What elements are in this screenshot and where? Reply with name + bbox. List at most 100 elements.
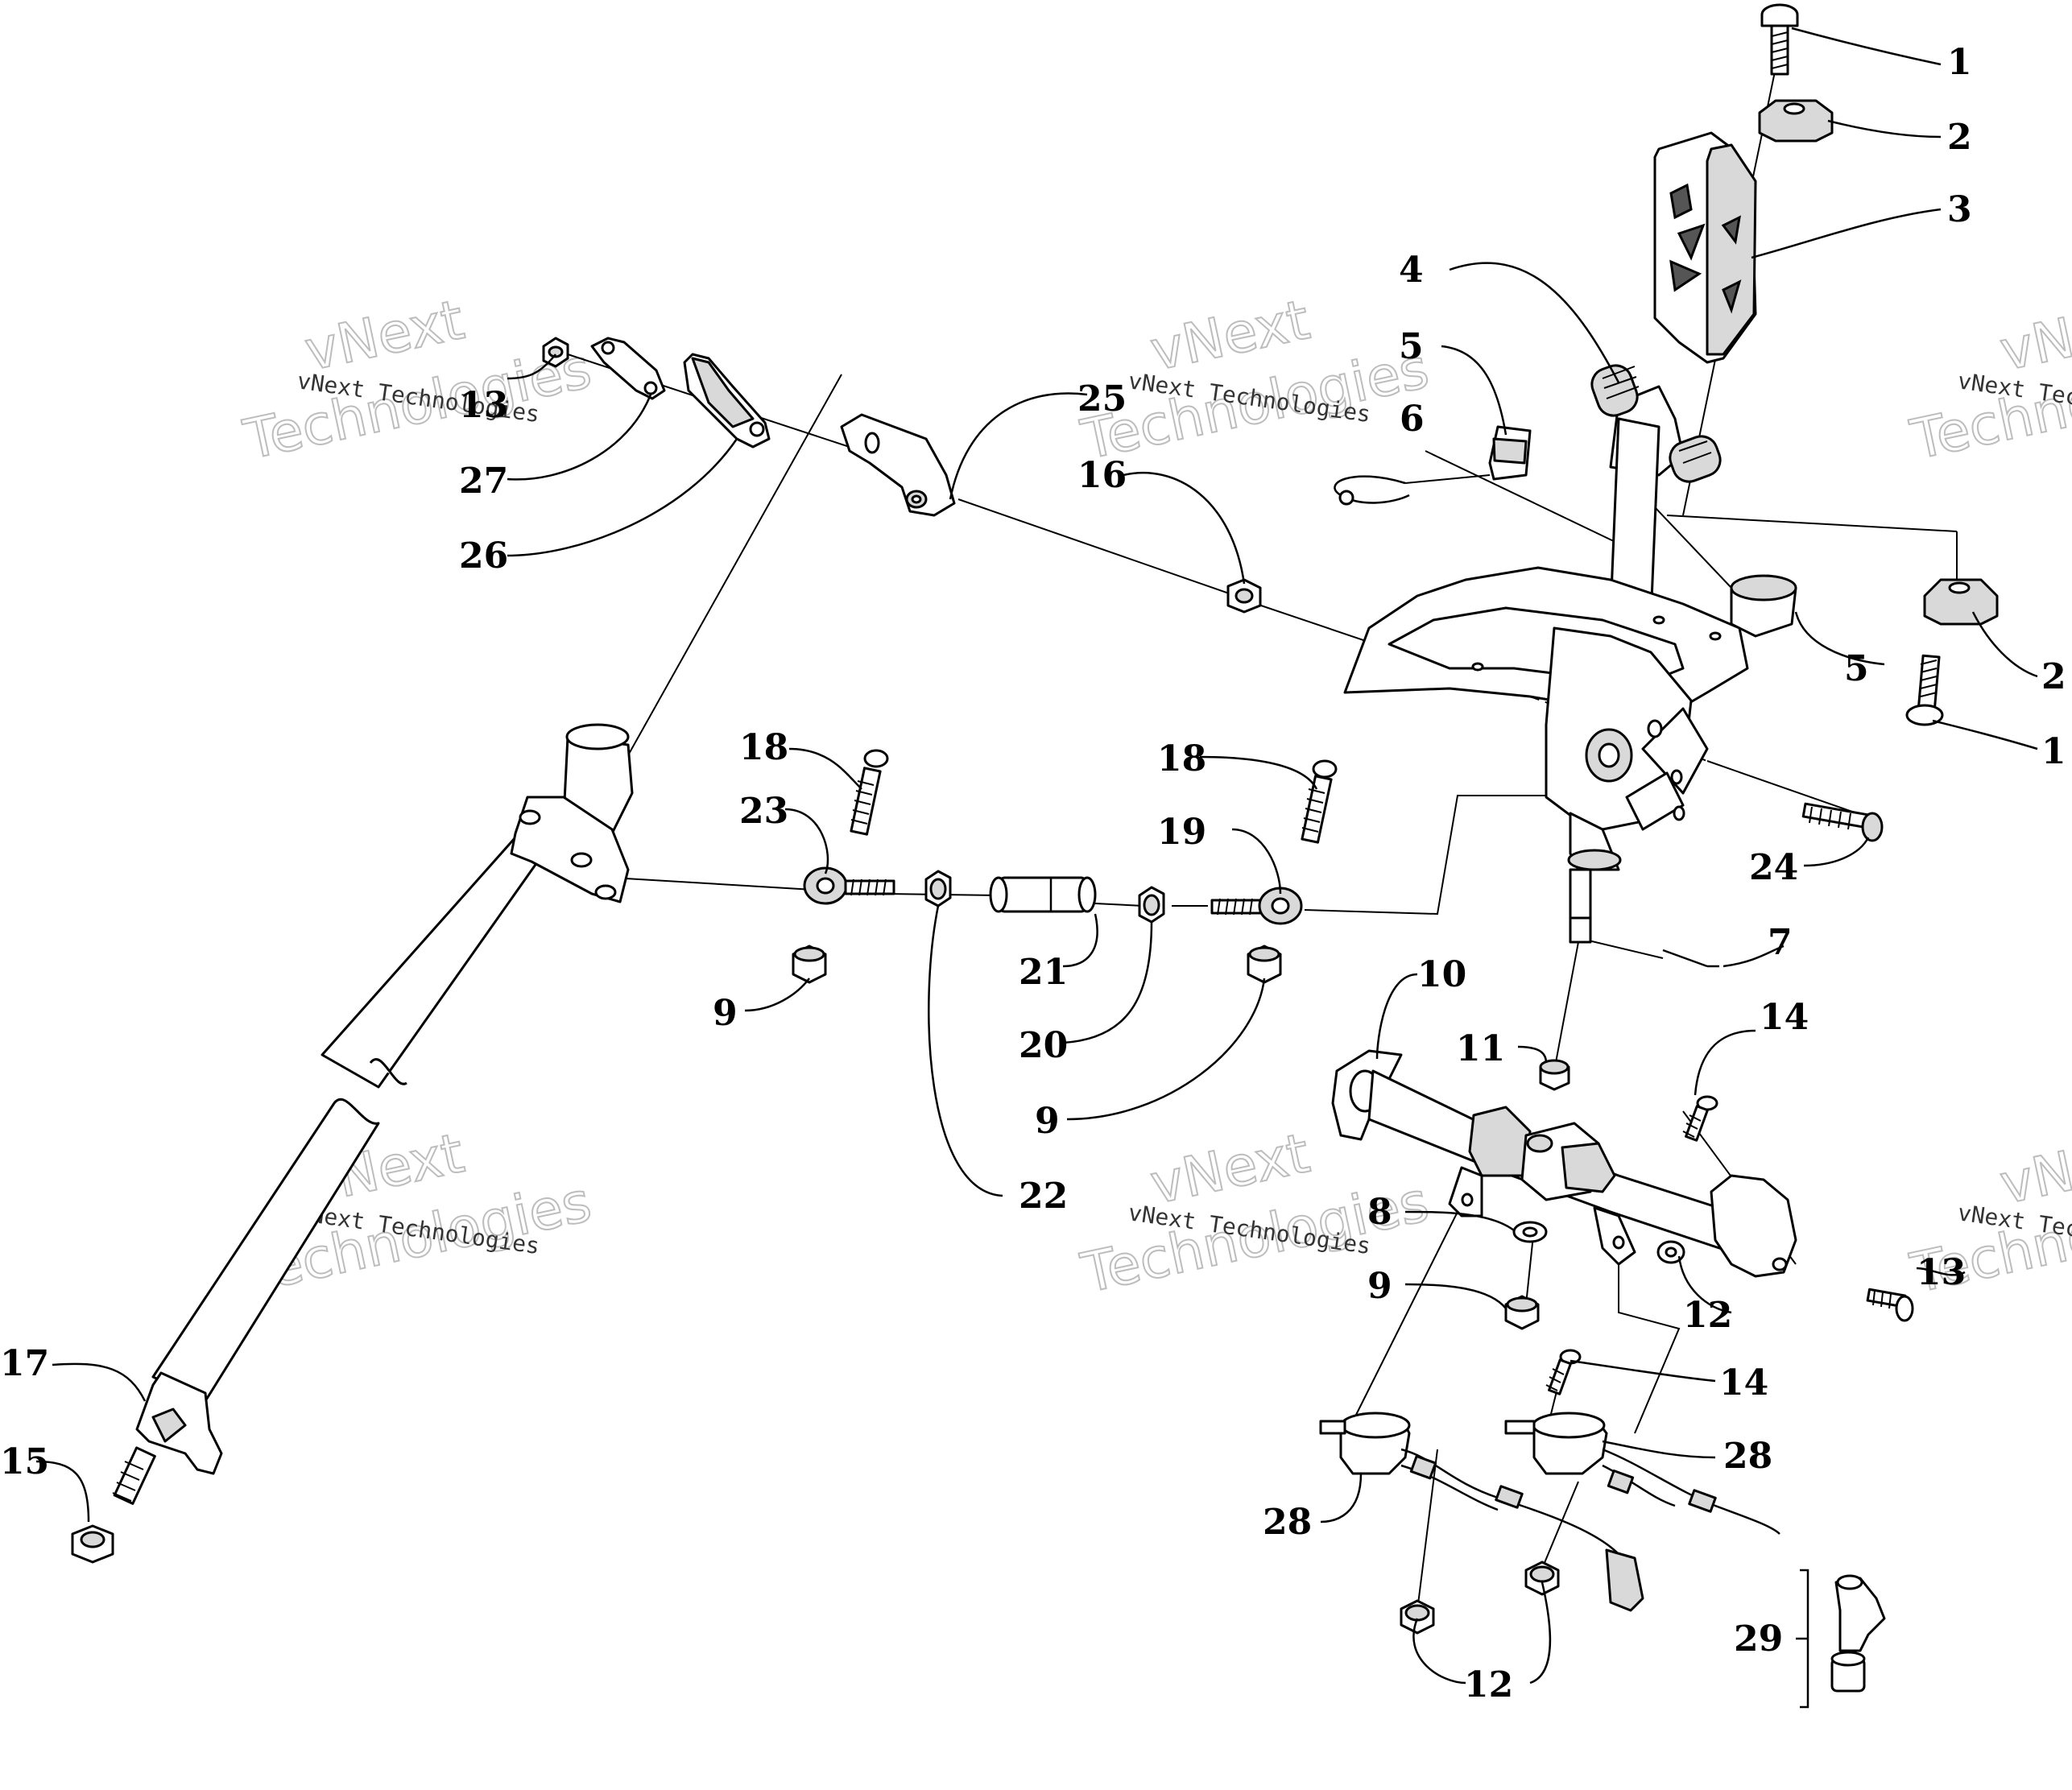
label-2-bottom: 2 [2041,656,2066,697]
part-22-jam-nut [924,870,952,907]
part-6-retaining-clip [1334,475,1410,506]
upper-link-line-2 [957,498,1237,597]
part-19-rod-end-right [1210,887,1303,925]
label-26: 26 [459,535,508,577]
part-28-solenoid-right [1504,1412,1780,1535]
label-1-top: 1 [1947,42,1972,83]
bracket-to-solenoid-line-2 [1618,1252,1681,1434]
part-12-nut-lower-left [1400,1599,1435,1635]
label-15: 15 [0,1441,49,1482]
label-8: 8 [1367,1192,1392,1233]
label-3: 3 [1947,189,1972,230]
bushing-5b-line [1654,506,1732,589]
part-14-bolt-lower [1545,1349,1582,1395]
label-21: 21 [1019,952,1068,993]
label-22: 22 [1019,1176,1068,1217]
label-7: 7 [1768,922,1793,963]
label-23: 23 [739,791,788,832]
watermark-topright: vNext Technologies vNext Technologies [1905,287,2072,473]
watermark-topcenter: vNext Technologies vNext Technologies [1075,287,1435,473]
part-8-washer [1512,1221,1548,1243]
part-27-link-plate [590,337,666,400]
part-9-nut-bottom [1504,1295,1540,1330]
part-steering-housing [1343,566,1749,944]
label-20: 20 [1019,1025,1068,1066]
label-1-bottom: 1 [2041,731,2066,772]
part-4-steering-post [1590,364,1722,622]
part-28-solenoid-left [1319,1412,1644,1612]
watermark-topleft: vNext Technologies vNext Technologies [238,287,598,473]
part-25-linkage-arm [840,413,956,517]
part-3-handlebar-riser [1653,131,1757,364]
label-18-right: 18 [1157,738,1206,779]
label-13-bottom: 13 [1917,1252,1966,1293]
right-clamp-line [1666,515,1958,532]
tie-rod-line-mid2 [1094,903,1144,907]
label-11: 11 [1456,1028,1505,1069]
part-5-bushing-upper [1488,425,1532,481]
part-13-bolt [1866,1288,1914,1322]
label-5-top: 5 [1399,326,1424,367]
solenoid-nut-line [1416,1449,1438,1611]
part-18-bolt-right [1301,759,1338,844]
label-25: 25 [1077,378,1127,420]
clip-6-line [1404,474,1491,484]
label-9-bottom: 9 [1367,1266,1392,1307]
part-10-steering-bracket [1331,1049,1797,1278]
part-1-top-bolt [1760,3,1799,76]
label-2-top: 2 [1947,117,1972,158]
part-2-handlebar-clamp-bottom [1923,578,1999,626]
part-5-bushing-lower [1730,574,1797,638]
label-17: 17 [0,1343,49,1384]
part-12-washer [1656,1240,1685,1264]
label-9-left: 9 [713,993,738,1034]
part-24-bolt [1801,802,1884,842]
tie-rod-line-left [611,877,814,891]
label-9-middle: 9 [1035,1101,1060,1142]
label-4: 4 [1399,250,1424,291]
label-6: 6 [1400,399,1425,440]
label-28-right: 28 [1723,1436,1772,1477]
part-9-nut-right [1247,945,1282,984]
cotter-pin-line [1578,937,1664,959]
label-5-bottom: 5 [1844,648,1869,689]
part-11-washer [1539,1059,1570,1091]
label-10: 10 [1417,954,1466,995]
part-7-cotter-pin [1662,949,1719,968]
watermark-big-1: vNext [1995,288,2072,384]
callout-labels: 1 2 3 4 5 6 5 2 1 25 16 13 27 26 18 23 1… [0,42,2066,1705]
part-23-rod-end-left [803,866,895,905]
part-13-nut-top [542,337,569,368]
part-26-pivot-bracket [683,353,771,449]
label-28-left: 28 [1263,1502,1312,1543]
label-27: 27 [459,461,508,502]
tie-rod-line-right [1304,795,1554,916]
part-18-bolt-left [850,749,889,836]
part-2-handlebar-clamp-top [1758,99,1834,143]
part-steering-shaft [112,723,634,1505]
part-12-nut-lower-right [1524,1561,1560,1596]
part-16-nut [1226,578,1262,614]
part-20-jam-nut [1138,886,1165,924]
label-12-bottom: 12 [1464,1664,1513,1705]
part-29-connector-boot [1796,1569,1886,1709]
label-19: 19 [1157,812,1206,853]
part-1-bottom-bolt [1905,654,1944,726]
label-14-lower: 14 [1719,1362,1768,1403]
label-24: 24 [1749,847,1798,888]
part-21-tie-rod-sleeve [989,876,1097,913]
label-18-left: 18 [739,727,788,768]
part-9-nut-left [792,945,827,984]
part-14-bolt-upper [1682,1095,1718,1142]
label-14-upper: 14 [1760,997,1809,1038]
bracket-to-solenoid-line [1352,1203,1462,1422]
bushing-5a-line [1425,450,1619,544]
leader-lines [35,27,2038,1685]
part-15-nut [71,1524,114,1564]
label-12-middle: 12 [1683,1295,1732,1336]
upper-link-line-4 [1706,760,1869,818]
label-16: 16 [1077,455,1127,496]
label-13-top: 13 [459,385,508,426]
post-to-mount-line [1553,941,1579,1072]
